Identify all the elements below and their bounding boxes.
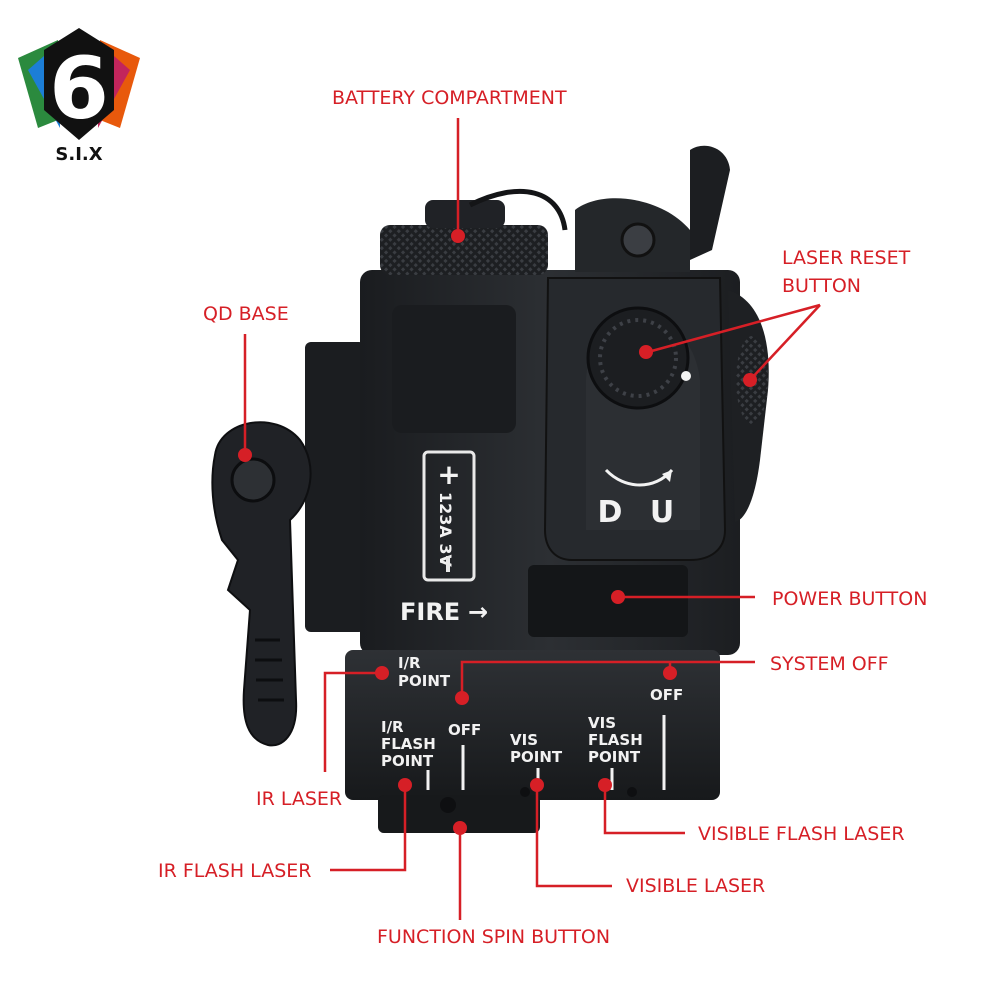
laser-reset-dial[interactable] (586, 306, 690, 410)
callout-battery-compartment: BATTERY COMPARTMENT (332, 87, 567, 109)
callout-system-off: SYSTEM OFF (770, 653, 889, 675)
function-spin-button[interactable] (440, 797, 456, 813)
vis-flash-point-line1: VIS (588, 714, 616, 732)
off-right-label: OFF (650, 686, 683, 704)
vis-flash-point-line3: POINT (588, 748, 641, 766)
ir-flash-point-line1: I/R (381, 718, 404, 736)
callout-laser-reset-line1: LASER RESET (782, 247, 911, 269)
dial-d-label: D (598, 495, 623, 530)
callout-visible-laser: VISIBLE LASER (626, 875, 765, 897)
vis-point-line1: VIS (510, 731, 538, 749)
callout-labels: BATTERY COMPARTMENT LASER RESET BUTTON Q… (158, 87, 927, 948)
qd-release-button[interactable] (230, 457, 276, 503)
callout-qd-base: QD BASE (203, 303, 289, 325)
battery-spec: 123A 3V (436, 492, 455, 567)
switch-panel (345, 650, 720, 800)
fire-arrow-icon: → (468, 598, 488, 626)
callout-laser-reset-line2: BUTTON (782, 275, 861, 297)
callout-ir-flash-laser: IR FLASH LASER (158, 860, 311, 882)
ir-point-line1: I/R (398, 654, 421, 672)
leader-lines (238, 118, 821, 920)
qd-lever[interactable] (211, 421, 312, 747)
qd-base-plate (305, 342, 365, 632)
battery-cap[interactable] (380, 225, 548, 275)
logo-text: S.I.X (55, 144, 102, 165)
callout-ir-laser: IR LASER (256, 788, 342, 810)
ir-flash-point-line2: FLASH (381, 735, 436, 753)
dial-u-label: U (650, 495, 674, 530)
laser-device: + 123A 3V FIRE → D U I/R POINT OFF I/R F… (211, 145, 769, 833)
logo-glyph: 6 (49, 39, 109, 139)
vis-flash-point-line2: FLASH (588, 731, 643, 749)
callout-power-button: POWER BUTTON (772, 588, 927, 610)
ir-point-line2: POINT (398, 672, 451, 690)
label-recess (392, 305, 516, 433)
power-button[interactable] (528, 565, 688, 637)
vis-point-line2: POINT (510, 748, 563, 766)
brand-logo: 6 S.I.X (18, 28, 140, 165)
callout-visible-flash-laser: VISIBLE FLASH LASER (698, 823, 905, 845)
battery-plus: + (437, 458, 460, 491)
off-left-label: OFF (448, 721, 481, 739)
callout-function-spin-button: FUNCTION SPIN BUTTON (377, 926, 610, 948)
ir-flash-point-line3: POINT (381, 752, 434, 770)
emitter-housing (378, 795, 540, 833)
battery-icon (422, 450, 476, 582)
fire-label: FIRE (400, 598, 460, 626)
